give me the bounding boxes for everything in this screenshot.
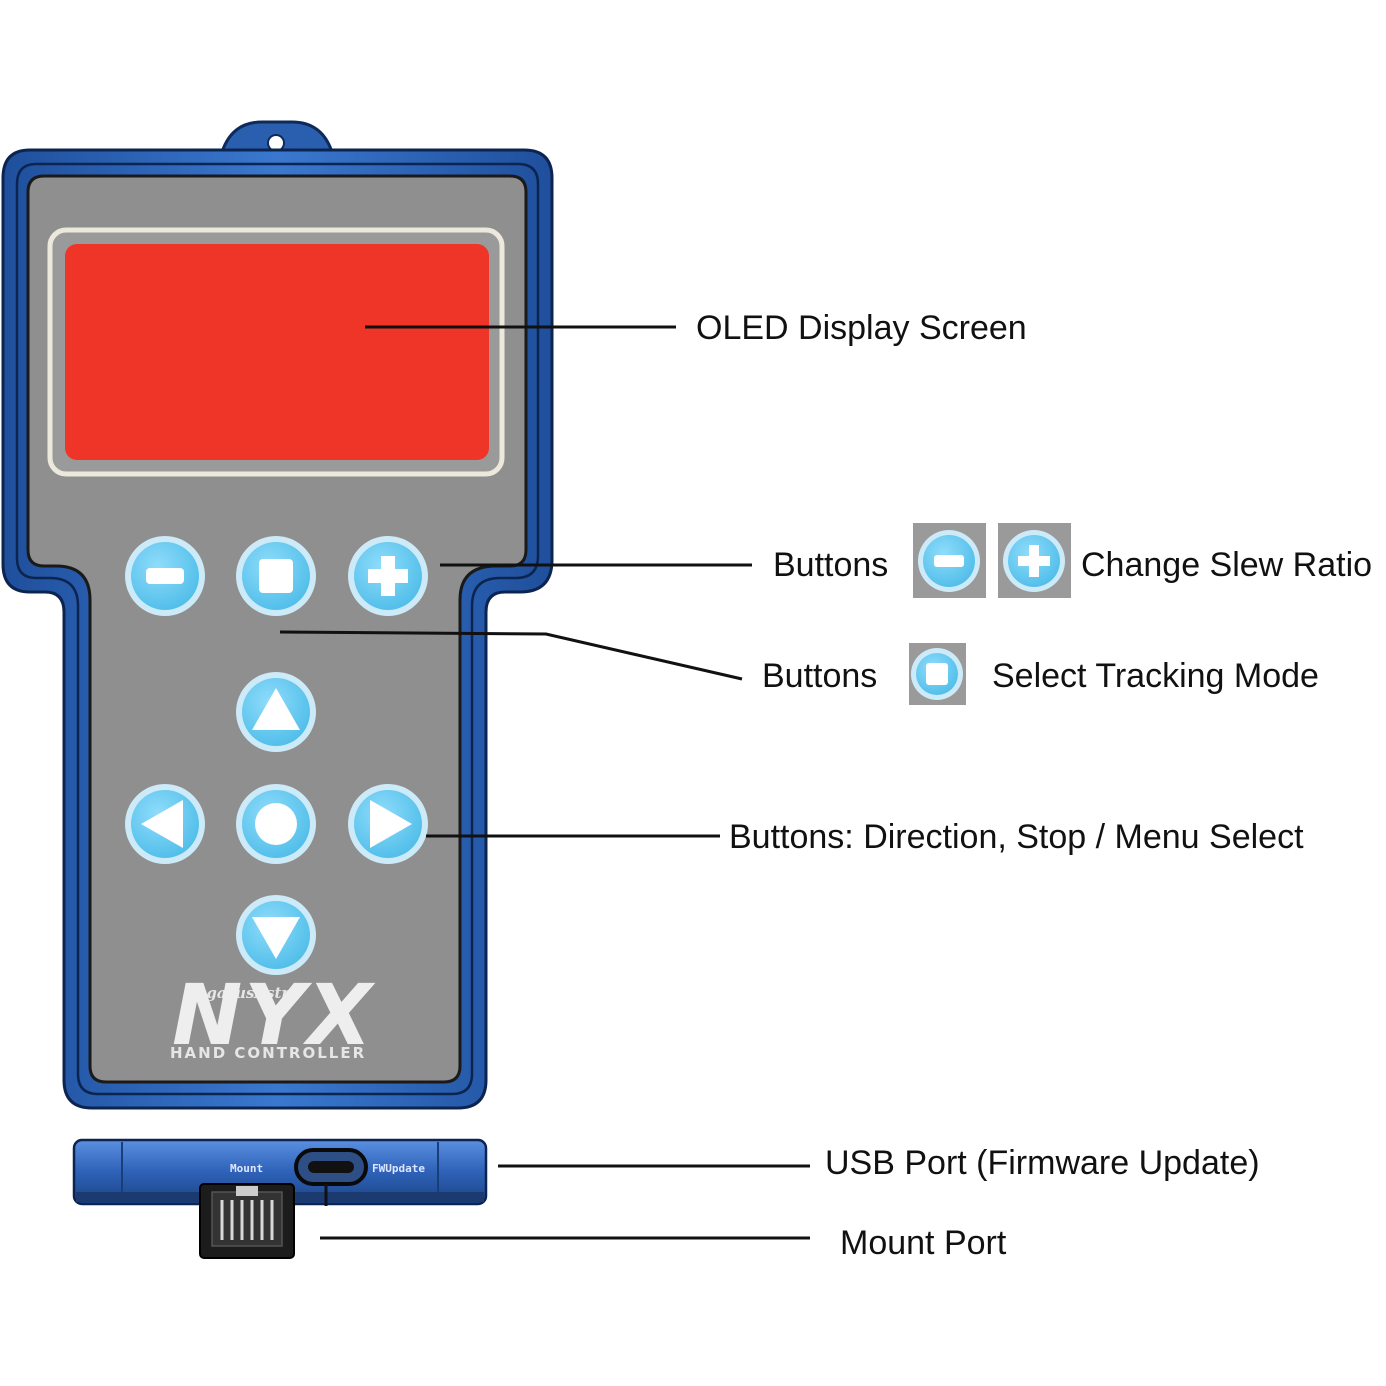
plus-button[interactable] — [348, 536, 428, 616]
model-name: NYX — [172, 966, 376, 1064]
callout-usb: USB Port (Firmware Update) — [825, 1144, 1260, 1182]
callout-tracking-text: Select Tracking Mode — [992, 657, 1319, 695]
callout-tracking-prefix: Buttons — [762, 657, 877, 695]
controller-bottom-edge: Mount FWUpdate — [72, 1138, 488, 1259]
circle-icon — [255, 803, 297, 845]
leader-lines — [279, 325, 810, 1240]
square-icon — [926, 663, 948, 685]
triangle-down-icon — [252, 917, 300, 959]
mount-port-label: Mount — [230, 1162, 263, 1175]
callout-mount: Mount Port — [840, 1224, 1007, 1262]
square-icon — [259, 559, 293, 593]
square-button[interactable] — [236, 536, 316, 616]
oled-screen — [65, 244, 489, 460]
plus-icon — [1018, 545, 1050, 577]
usb-port-label: FWUpdate — [372, 1162, 425, 1175]
triangle-left-icon — [141, 800, 183, 848]
callout-direction: Buttons: Direction, Stop / Menu Select — [729, 818, 1304, 856]
inline-minus-icon — [913, 523, 986, 598]
minus-button[interactable] — [125, 536, 205, 616]
center-button[interactable] — [236, 784, 316, 864]
minus-icon — [934, 555, 964, 567]
mount-port[interactable] — [199, 1183, 295, 1259]
left-button[interactable] — [125, 784, 205, 864]
brand-logo: PegasusAstro NYX HAND CONTROLLER — [170, 966, 376, 1064]
triangle-up-icon — [252, 688, 300, 730]
plus-icon — [368, 556, 408, 596]
down-button[interactable] — [236, 895, 316, 975]
model-subtitle: HAND CONTROLLER — [170, 1044, 366, 1062]
callout-oled: OLED Display Screen — [696, 309, 1027, 347]
inline-plus-icon — [998, 523, 1071, 598]
minus-icon — [146, 568, 184, 584]
inline-square-icon — [909, 643, 966, 705]
controller-body: PegasusAstro NYX HAND CONTROLLER — [1, 120, 554, 1110]
right-button[interactable] — [348, 784, 428, 864]
callout-slew-text: Change Slew Ratio — [1081, 546, 1372, 584]
callout-slew-prefix: Buttons — [773, 546, 888, 584]
brand-name: PegasusAstro — [185, 984, 299, 1002]
triangle-right-icon — [370, 800, 412, 848]
usb-port[interactable] — [294, 1148, 368, 1206]
leader-tracking — [279, 630, 743, 681]
callouts: OLED Display Screen Buttons Change Slew … — [696, 309, 1372, 1262]
up-button[interactable] — [236, 672, 316, 752]
